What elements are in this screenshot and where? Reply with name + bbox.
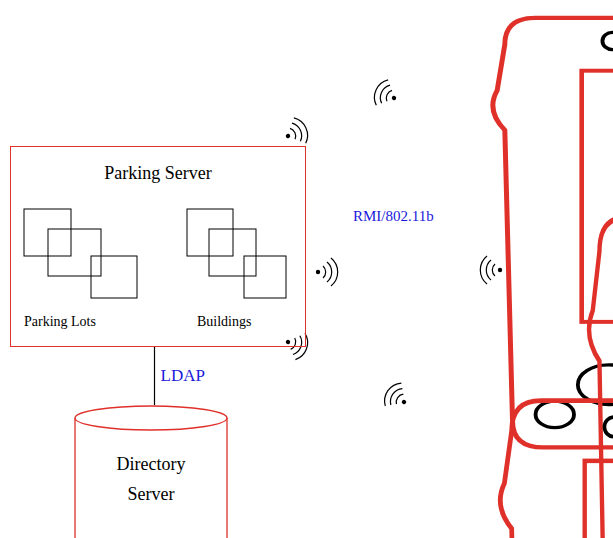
wireless-signal: [281, 328, 311, 362]
wireless-signal: [370, 77, 402, 112]
directory-cylinder: Directory Server: [75, 405, 227, 538]
edge-label: LDAP: [160, 366, 206, 386]
pda-device: [589, 217, 613, 538]
wireless-signal: [280, 115, 312, 150]
square-icon: [209, 229, 256, 276]
cylinder-top: [75, 406, 227, 430]
square-icon: [48, 229, 101, 276]
protocol-label: RMI/802.11b: [352, 208, 435, 225]
buildings-group: Buildings: [187, 202, 297, 337]
parking-lots-group: Parking Lots: [24, 202, 142, 337]
group-caption: Parking Lots: [24, 314, 96, 331]
pda-device: [493, 18, 613, 448]
square-icon: [244, 256, 286, 298]
wireless-signal: [316, 258, 338, 286]
connector-line: [154, 347, 155, 405]
cylinder-side: [75, 418, 227, 538]
pda-device: [500, 401, 613, 538]
server-box: Parking Lots Buildings Parking Server: [10, 146, 306, 347]
wireless-signal: [480, 256, 502, 284]
node-title: Directory Server: [101, 449, 201, 509]
wireless-signal: [380, 379, 414, 414]
square-icon: [187, 209, 233, 256]
square-icon: [91, 256, 137, 298]
node-title: Parking Server: [11, 163, 305, 185]
group-caption: Buildings: [197, 314, 251, 331]
